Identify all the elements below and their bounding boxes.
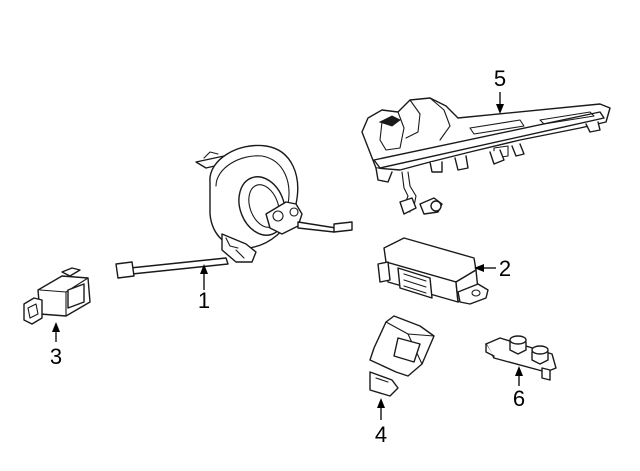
part-4-impact-sensor: [369, 315, 435, 397]
callout-1: 1: [198, 264, 210, 313]
callout-2-label: 2: [499, 256, 511, 281]
callout-4-label: 4: [375, 422, 387, 447]
callout-5-label: 5: [494, 66, 506, 91]
callout-3: 3: [50, 322, 62, 369]
part-1-clockspring: [115, 144, 353, 279]
callout-4: 4: [375, 398, 387, 447]
callout-2: 2: [474, 256, 511, 281]
callout-6-label: 6: [513, 386, 525, 411]
part-2-control-module: [377, 237, 489, 305]
callout-5: 5: [494, 66, 506, 114]
part-5-column-bracket: [361, 97, 611, 215]
part-3-sensor: [23, 267, 91, 325]
callout-6: 6: [513, 366, 525, 411]
callout-3-label: 3: [50, 344, 62, 369]
callout-1-label: 1: [198, 288, 210, 313]
part-6-sensor-bracket: [485, 335, 557, 381]
